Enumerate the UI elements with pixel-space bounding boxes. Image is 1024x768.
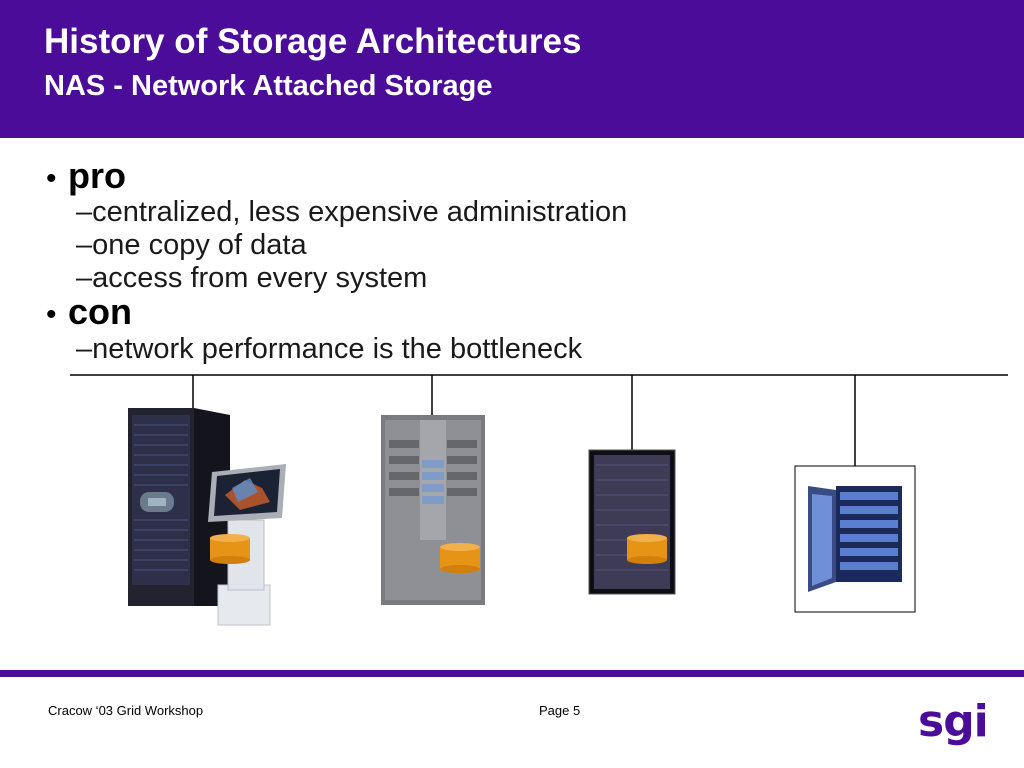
slide-subtitle: NAS - Network Attached Storage [44, 70, 493, 102]
network-diagram [70, 374, 1008, 626]
server-rack-icon [588, 449, 676, 595]
bullet-con-label: con [68, 291, 133, 332]
storage-cylinder-icon [210, 534, 250, 564]
bullet-dot: • [46, 298, 57, 331]
monitor-icon [208, 464, 286, 626]
bullet-pro: • pro [46, 155, 126, 197]
server-cabinet-icon [381, 415, 485, 605]
bullet-dot: • [46, 162, 57, 195]
storage-cabinet-icon [794, 465, 916, 613]
slide-title: History of Storage Architectures [44, 22, 582, 61]
sgi-logo: sgi [918, 696, 989, 747]
page-number: Page 5 [539, 703, 581, 718]
footer-divider [0, 670, 1024, 677]
con-item: –network performance is the bottleneck [76, 333, 583, 365]
pro-item: –centralized, less expensive administrat… [76, 196, 628, 228]
bullet-pro-label: pro [68, 155, 126, 196]
pro-item: –access from every system [76, 262, 428, 294]
server-tower-icon [128, 408, 230, 606]
footer-event: Cracow ‘03 Grid Workshop [48, 703, 204, 718]
storage-cylinder-icon [627, 534, 667, 564]
header-bar: History of Storage Architectures NAS - N… [0, 0, 1024, 138]
storage-cylinder-icon [440, 543, 480, 573]
bullet-con: • con [46, 291, 132, 333]
pro-item: –one copy of data [76, 229, 307, 261]
